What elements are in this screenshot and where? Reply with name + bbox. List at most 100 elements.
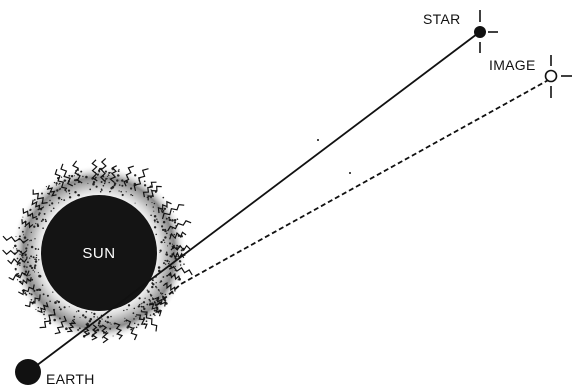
corona-speck: [49, 200, 50, 201]
corona-speck: [107, 176, 108, 177]
corona-speck: [30, 255, 32, 257]
corona-speck: [79, 327, 81, 329]
corona-speck: [34, 266, 36, 268]
corona-speck: [104, 183, 106, 185]
corona-speck: [144, 180, 146, 182]
corona-speck: [159, 252, 160, 253]
corona-speck: [17, 258, 19, 260]
corona-speck: [101, 318, 102, 319]
corona-speck: [44, 213, 46, 215]
corona-speck: [172, 228, 173, 229]
corona-speck: [156, 282, 157, 283]
corona-speck: [33, 256, 35, 258]
corona-speck: [31, 299, 33, 301]
corona-speck: [16, 236, 17, 237]
corona-speck: [134, 308, 136, 310]
corona-speck: [77, 329, 79, 331]
corona-speck: [119, 190, 120, 191]
corona-speck: [22, 231, 24, 233]
corona-speck: [111, 324, 112, 325]
corona-speck: [34, 238, 35, 239]
corona-speck: [36, 218, 38, 220]
corona-speck: [89, 320, 91, 322]
corona-speck: [49, 204, 51, 206]
corona-speck: [36, 257, 38, 259]
corona-speck: [141, 303, 142, 304]
corona-speck: [60, 308, 62, 310]
corona-speck: [59, 306, 61, 308]
corona-speck: [41, 193, 43, 195]
corona-speck: [110, 316, 111, 317]
corona-speck: [144, 184, 146, 186]
corona-speck: [155, 234, 157, 236]
corona-speck: [93, 316, 95, 318]
corona-speck: [77, 194, 79, 196]
corona-speck: [149, 300, 151, 302]
corona-speck: [74, 191, 76, 193]
corona-speck: [133, 318, 135, 320]
corona-speck: [51, 202, 53, 204]
corona-speck: [78, 310, 80, 312]
corona-speck: [158, 266, 161, 269]
corona-speck: [58, 197, 61, 200]
corona-speck: [151, 286, 153, 288]
corona-speck: [141, 306, 143, 308]
corona-speck: [26, 266, 28, 268]
corona-speck: [22, 257, 23, 258]
corona-speck: [168, 263, 170, 265]
star-label: STAR: [423, 11, 461, 27]
corona-speck: [25, 270, 27, 272]
corona-speck: [164, 260, 165, 261]
corona-speck: [130, 329, 132, 331]
corona-speck: [174, 219, 176, 221]
corona-speck: [109, 328, 111, 330]
corona-speck: [16, 273, 18, 275]
corona-speck: [82, 314, 84, 316]
corona-speck: [179, 260, 181, 262]
corona-speck: [153, 206, 154, 207]
corona-speck: [85, 311, 87, 313]
corona-speck: [95, 177, 97, 179]
corona-speck: [56, 189, 58, 191]
corona-speck: [137, 324, 139, 326]
corona-speck: [107, 321, 109, 323]
corona-speck: [128, 304, 130, 306]
corona-speck: [166, 233, 168, 235]
corona-speck: [74, 183, 76, 185]
corona-speck: [154, 226, 156, 228]
corona-speck: [31, 267, 33, 269]
corona-speck: [26, 256, 28, 258]
corona-speck: [98, 325, 100, 327]
corona-speck: [121, 185, 123, 187]
corona-speck: [54, 301, 57, 304]
corona-speck: [39, 275, 42, 278]
corona-speck: [118, 170, 120, 172]
corona-speck: [31, 232, 32, 233]
corona-speck: [19, 264, 20, 265]
corona-speck: [163, 239, 165, 241]
corona-speck: [27, 244, 28, 245]
corona-speck: [161, 294, 162, 295]
corona-speck: [27, 261, 29, 263]
corona-speck: [55, 182, 57, 184]
corona-speck: [45, 219, 46, 220]
corona-speck: [108, 182, 110, 184]
corona-speck: [14, 245, 17, 248]
corona-speck: [169, 242, 171, 244]
corona-speck: [59, 188, 61, 190]
corona-speck: [140, 318, 141, 319]
corona-speck: [183, 263, 185, 265]
corona-speck: [41, 220, 43, 222]
corona-speck: [150, 196, 152, 198]
corona-speck: [64, 179, 66, 181]
star-marker: [474, 26, 486, 38]
corona-speck: [38, 307, 39, 308]
corona-speck: [73, 316, 75, 318]
earth-label: EARTH: [46, 371, 95, 387]
corona-speck: [82, 176, 83, 177]
corona-speck: [180, 264, 182, 266]
corona-speck: [29, 257, 30, 258]
corona-speck: [176, 245, 178, 247]
corona-speck: [23, 234, 24, 235]
